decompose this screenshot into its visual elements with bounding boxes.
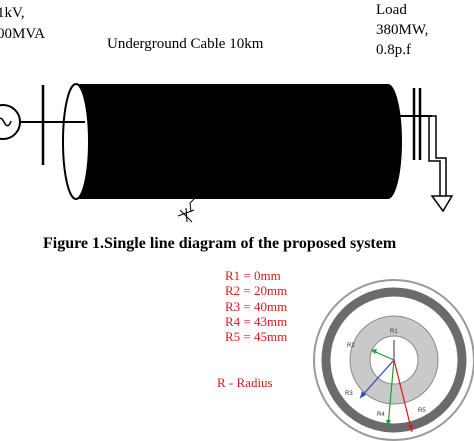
cross-section-label-r5: R5 <box>418 408 426 414</box>
load-power: 380MW, <box>376 22 429 38</box>
cross-section-label-r2: R2 <box>347 343 355 349</box>
cable-cross-section <box>313 279 474 441</box>
radius-item: R4 = 43mm <box>225 313 288 329</box>
ac-source-icon <box>0 104 21 140</box>
cross-section-label-r4: R4 <box>377 412 385 418</box>
underground-cable <box>62 83 402 200</box>
source-voltage-label: 1kV, <box>0 5 25 21</box>
figure-caption: Figure 1.Single line diagram of the prop… <box>43 235 397 252</box>
source-rating-label: 00MVA <box>0 26 46 42</box>
load-power-factor: 0.8p.f <box>376 42 411 58</box>
ground-icon <box>177 167 198 223</box>
radius-item: R2 = 20mm <box>225 283 288 299</box>
load-title: Load <box>376 2 407 18</box>
radius-list: R1 = 0mm R2 = 20mm R3 = 40mm R4 = 43mm R… <box>225 268 287 345</box>
cross-section-label-r3: R3 <box>345 391 353 397</box>
radius-item: R1 = 0mm <box>225 268 281 283</box>
load-arrow-icon <box>428 115 454 213</box>
radius-item: R5 = 45mm <box>225 329 288 345</box>
cross-section-label-r1: R1 <box>390 329 398 335</box>
radius-item: R3 = 40mm <box>225 298 288 314</box>
cable-label: Underground Cable 10km <box>107 36 264 52</box>
radius-legend: R - Radius <box>217 375 273 390</box>
